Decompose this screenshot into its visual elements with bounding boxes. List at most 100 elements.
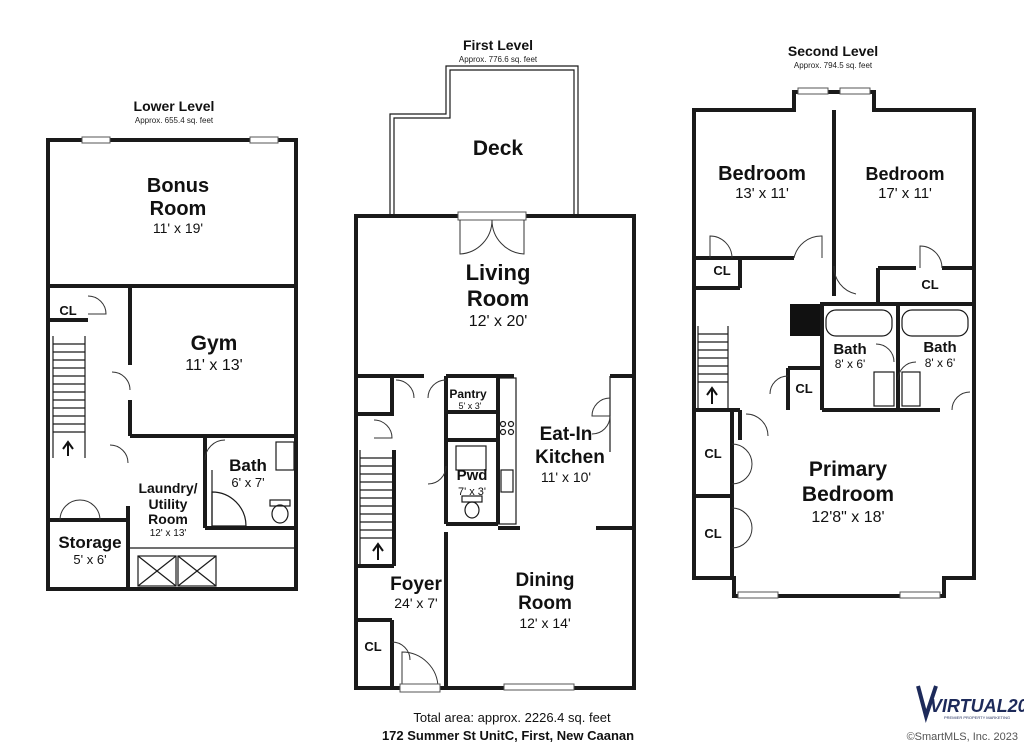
room-dim-bath: 6' x 7' (231, 475, 264, 490)
room-dim-gym: 11' x 13' (185, 357, 242, 374)
room-dim-bonus: 11' x 19' (153, 220, 203, 236)
room-label-living: Room (467, 286, 529, 311)
room-label-closet: CL (795, 381, 812, 396)
toilet (271, 504, 289, 524)
door-swing (459, 219, 525, 255)
room-dim-pwd: 7' x 3' (458, 486, 486, 498)
toilet (464, 501, 480, 519)
room-label-storage: Storage (58, 533, 121, 552)
door-swing (373, 419, 393, 439)
door-swing (833, 265, 857, 295)
door-swing (111, 371, 131, 391)
cooktop (507, 420, 515, 428)
chimney (790, 304, 822, 336)
door-swing (709, 235, 733, 259)
deck-outline (389, 65, 579, 214)
appliance-x (137, 555, 177, 587)
toilet (461, 495, 483, 503)
door-swing (591, 397, 611, 435)
room-dim-bedroom-2: 17' x 11' (878, 185, 932, 202)
window (797, 87, 829, 95)
room-label-dining: Dining (515, 570, 574, 591)
room-label-dining: Room (518, 593, 572, 614)
kitchen-counter (497, 377, 517, 525)
door-swing (731, 507, 753, 549)
room-label-primary-bedroom: Primary (809, 458, 888, 481)
lower-level-area: Approx. 655.4 sq. feet (135, 116, 214, 125)
door-swing (769, 375, 789, 395)
room-label-living: Living (466, 260, 531, 285)
copyright: ©SmartMLS, Inc. 2023 (907, 731, 1018, 743)
room-label-bath-1: Bath (833, 341, 866, 358)
deck-outline (393, 69, 575, 214)
room-label-closet: CL (713, 263, 730, 278)
door-swing (427, 379, 447, 399)
total-area: Total area: approx. 2226.4 sq. feet (413, 710, 611, 725)
room-label-kitchen: Kitchen (535, 447, 605, 468)
door-swing (875, 343, 895, 363)
room-label-closet: CL (704, 526, 721, 541)
appliance (137, 555, 177, 587)
room-label-bonus: Bonus (147, 175, 209, 197)
first-level-area: Approx. 776.6 sq. feet (459, 55, 538, 64)
lower-level-outline (46, 138, 298, 591)
bathtub (825, 309, 893, 337)
stair-arrow-icon (62, 440, 74, 456)
bathtub (901, 309, 969, 337)
sink (455, 445, 487, 471)
room-dim-foyer: 24' x 7' (394, 595, 437, 611)
door-swing (745, 413, 769, 437)
room-label-kitchen: Eat-In (540, 424, 593, 445)
room-label-closet: CL (364, 639, 381, 654)
room-label-bath-2: Bath (923, 339, 956, 356)
room-dim-laundry: 12' x 13' (150, 528, 187, 539)
room-label-deck: Deck (473, 137, 524, 160)
door-swing (391, 641, 411, 661)
sink (873, 371, 895, 407)
room-dim-kitchen: 11' x 10' (541, 469, 591, 485)
second-level-area: Approx. 794.5 sq. feet (794, 61, 873, 70)
window (503, 683, 575, 691)
door-swing (731, 443, 753, 485)
sink (901, 371, 921, 407)
door-swing (897, 361, 917, 381)
window (737, 591, 779, 599)
door-swing (427, 465, 447, 485)
door-swing (919, 245, 943, 269)
door-swing (793, 235, 823, 259)
window (839, 87, 871, 95)
room-label-laundry: Utility (149, 496, 188, 512)
room-label-pwd: Pwd (457, 467, 488, 484)
window (81, 136, 111, 144)
room-dim-living: 12' x 20' (469, 313, 528, 330)
stair-arrow-icon (372, 542, 384, 560)
room-dim-bath-2: 8' x 6' (925, 356, 956, 370)
room-dim-bath-1: 8' x 6' (835, 357, 866, 371)
appliance-x (177, 555, 217, 587)
second-level-title: Second Level (788, 43, 878, 59)
room-label-laundry: Laundry/ (138, 480, 197, 496)
room-label-foyer: Foyer (390, 574, 442, 595)
room-dim-bedroom-1: 13' x 11' (735, 185, 789, 202)
cooktop (499, 420, 507, 428)
door-swing (87, 295, 107, 315)
stairs (698, 333, 728, 383)
room-label-bedroom-1: Bedroom (718, 163, 806, 185)
room-dim-primary-bedroom: 12'8" x 18' (811, 509, 884, 526)
logo-mark-icon (916, 685, 938, 723)
stairs (53, 343, 85, 433)
stairs (360, 457, 394, 539)
shower (211, 491, 247, 527)
room-dim-pantry: 5' x 3' (459, 401, 482, 411)
room-dim-storage: 5' x 6' (73, 552, 106, 567)
front-door (399, 683, 441, 693)
cooktop (499, 428, 507, 436)
property-address: 172 Summer St UnitC, First, New Caanan (382, 728, 634, 743)
lower-level-title: Lower Level (134, 98, 215, 114)
sink (500, 469, 514, 493)
room-label-pantry: Pantry (449, 387, 487, 401)
room-label-primary-bedroom: Bedroom (802, 483, 894, 506)
room-label-gym: Gym (191, 332, 238, 355)
door-swing (951, 391, 971, 411)
